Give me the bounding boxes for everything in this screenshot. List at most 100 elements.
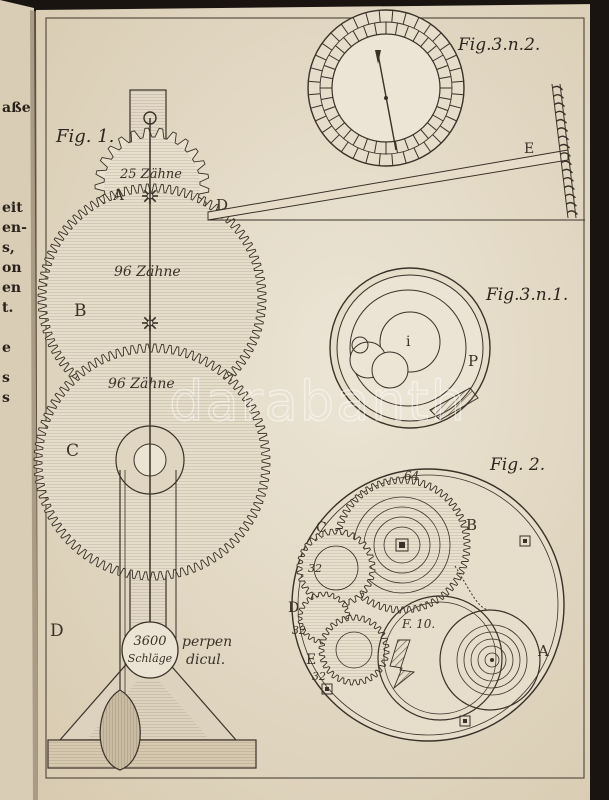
screw-thread-4 <box>556 118 568 124</box>
dial-mark-outer-33 <box>445 54 457 61</box>
fig3n1-small-wheel-2 <box>371 351 409 389</box>
fig1-wheel-a-label: A <box>112 186 124 204</box>
dial-mark-inner-4 <box>427 122 437 131</box>
fig2-center-wheel-rim <box>383 601 497 715</box>
dial-mark-inner-1 <box>439 96 452 100</box>
fig1-wheel-b <box>37 183 267 413</box>
fig2-label-c: C <box>316 520 327 536</box>
fig2-label-b: B <box>466 516 477 534</box>
screw-thread-9 <box>560 160 572 166</box>
fig3n2-dial: Fig.3.n.2. E <box>307 9 578 219</box>
dial-mark-outer-19 <box>310 67 323 72</box>
dial-mark-outer-22 <box>330 32 340 42</box>
fig2-b-arbor-center <box>399 542 405 548</box>
fig1-perpen: perpen <box>182 634 232 650</box>
dial-mark-outer-23 <box>340 23 349 35</box>
fig2-label-d: D <box>288 600 299 616</box>
fig2-movement: Fig. 2. 64 B C 32 D 32 E 32 F. 10. A <box>288 455 565 742</box>
dial-mark-outer-24 <box>352 17 359 29</box>
screw-thread-2 <box>554 102 566 108</box>
left-fragment-1: aße <box>2 100 31 116</box>
fig2-screw-3-center <box>463 719 467 723</box>
dial-mark-outer-2 <box>445 115 457 122</box>
left-fragment-10: s <box>2 390 10 406</box>
fig2-f10-part <box>389 639 416 690</box>
dial-mark-inner-34 <box>436 64 449 70</box>
screw-thread-11 <box>562 177 574 182</box>
fig2-spiral-4 <box>463 631 521 689</box>
dial-mark-inner-6 <box>412 134 420 146</box>
fig1-wheel-b-teeth: 96 Zähne <box>114 264 181 280</box>
dial-mark-outer-26 <box>378 10 381 23</box>
fig3n2-title: Fig.3.n.2. <box>457 35 540 55</box>
left-fragment-9: s <box>2 370 10 386</box>
dial-mark-outer-35 <box>451 80 464 83</box>
fig3n2-label-e: E <box>524 141 534 157</box>
fig2E-ring-0 <box>335 631 373 669</box>
dial-mark-inner-24 <box>352 30 360 42</box>
dial-mark-inner-25 <box>362 25 368 38</box>
dial-mark-outer-6 <box>413 147 420 159</box>
gearB-shading <box>46 192 258 404</box>
screw-thread-15 <box>566 210 578 215</box>
screw-thread-0 <box>552 85 564 91</box>
dial-mark-outer-32 <box>439 42 451 51</box>
plate-border <box>45 17 585 779</box>
fig2-spiral-1 <box>484 652 500 668</box>
fig3n2-hand-tip <box>375 50 381 64</box>
fig1-label-d-left: D <box>50 621 64 641</box>
fig2-chain <box>454 565 491 611</box>
dial-mark-outer-0 <box>451 93 464 96</box>
dial-mark-outer-15 <box>315 115 327 122</box>
fig2-spiral-3 <box>470 638 514 682</box>
screw-thread-3 <box>555 110 567 116</box>
left-page-text: aße eit en- s, on en t. e s s <box>2 100 31 406</box>
dial-mark-outer-8 <box>391 153 394 166</box>
screw-thread-7 <box>559 143 571 149</box>
dial-mark-outer-12 <box>340 141 349 153</box>
dial-mark-inner-23 <box>343 37 352 47</box>
fig1-disc-unit: Schläge <box>128 652 173 665</box>
fig2C-shading <box>302 534 370 602</box>
fig3n1-hatched-block <box>429 387 479 421</box>
dial-mark-inner-3 <box>432 114 444 122</box>
dial-mark-outer-20 <box>315 54 327 61</box>
fig2-label-64: 64 <box>404 469 419 483</box>
fig3n2-hand-pivot <box>384 96 388 100</box>
dial-mark-inner-29 <box>404 25 410 38</box>
fig3n2-screw <box>551 83 578 219</box>
fig2-label-32c: 32 <box>312 670 326 683</box>
fig2-label-32a: 32 <box>308 562 322 575</box>
dial-mark-inner-15 <box>328 114 340 122</box>
screw-thread-5 <box>557 127 569 132</box>
dial-mark-inner-32 <box>427 45 437 54</box>
dial-mark-inner-2 <box>436 106 449 112</box>
dial-mark-outer-27 <box>391 10 394 23</box>
left-fragment-3: en- <box>2 220 27 236</box>
fig2-label-a: A <box>537 642 549 660</box>
fig3n1-circle-large <box>349 289 467 407</box>
fig2-screw-2-center <box>325 687 329 691</box>
left-fragment-7: t. <box>2 300 13 316</box>
fig3n1-movement: Fig.3.n.1. i P <box>329 267 568 429</box>
fig1-dicul: dicul. <box>186 652 225 668</box>
screw-thread-10 <box>561 168 573 174</box>
fig2-screw-1 <box>519 535 531 547</box>
dial-mark-inner-12 <box>352 134 360 146</box>
screw-thread-1 <box>553 94 565 99</box>
dial-mark-outer-18 <box>308 80 321 83</box>
dial-mark-inner-31 <box>420 37 429 47</box>
fig3n1-label-i: i <box>406 334 411 350</box>
fig2-screw-2 <box>321 683 333 695</box>
left-fragment-4: s, <box>2 240 15 256</box>
dial-mark-inner-33 <box>432 54 444 62</box>
fig3n2-dial-hand <box>377 53 397 151</box>
left-fragment-6: en <box>2 280 21 296</box>
dial-mark-inner-5 <box>420 129 429 139</box>
dial-mark-inner-11 <box>362 138 368 151</box>
dial-mark-outer-13 <box>330 134 340 144</box>
dial-mark-outer-31 <box>432 32 442 42</box>
dial-mark-inner-19 <box>320 76 333 80</box>
fig3n2-dial-marks <box>308 10 464 166</box>
